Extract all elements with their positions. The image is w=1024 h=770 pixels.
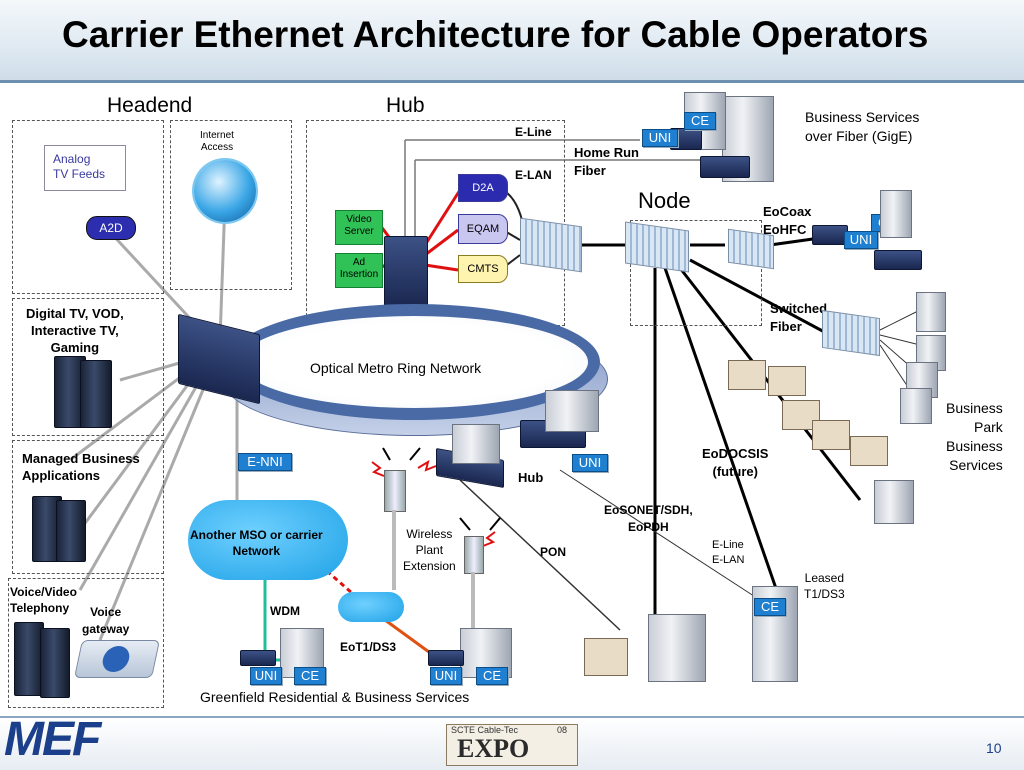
greenfield-ce-tag-2: CE [476,667,508,685]
house-icon-1 [728,360,766,390]
wdm-label: WDM [270,604,300,618]
telephony-server-icon [14,622,44,696]
voice-gateway-label: Voice gateway [82,605,130,636]
node-label: Node [638,188,691,213]
a2d-badge: A2D [86,216,136,240]
another-mso-label: Another MSO or carrier Network [190,528,323,558]
node-zone [630,220,762,326]
lower-hub-label: Hub [518,470,544,485]
eodocsis-label: EoDOCSIS (future) [702,446,769,479]
wireless-ap-icon-2 [464,536,484,574]
greenfield-device-2 [428,650,464,666]
docsis-building-icon [874,480,914,524]
business-server-icon-2 [56,500,86,562]
title-bar [0,0,1024,80]
managed-business-zone [12,440,164,574]
video-server-box: Video Server [335,210,383,245]
home-run-fiber-label: Home Run Fiber [574,145,639,178]
digital-tv-zone [12,298,164,436]
greenfield-uni-tag-1: UNI [250,667,282,685]
headend-label: Headend [107,94,193,117]
hub-label: Hub [386,94,425,117]
eocoax-uni-device [812,225,848,245]
eosonet-label: EoSONET/SDH, EoPDH [604,503,693,534]
expo-logo-year: 08 [557,725,568,735]
house-icon-5 [850,436,888,466]
lower-hub-house-icon-2 [545,390,599,432]
eocoax-building-icon [880,190,912,238]
business-fiber-label: Business Services over Fiber (GigE) [805,109,920,144]
e-lan-label: E-LAN [515,168,552,182]
voice-video-label: Voice/Video Telephony [10,585,77,615]
wireless-pole-2 [471,572,475,632]
mso-cloud [188,500,348,580]
wireless-pole-1 [392,510,396,590]
ad-insertion-box: Ad Insertion [335,253,383,288]
node-switch-icon [625,221,689,273]
fiber-device-2 [700,156,750,178]
analog-tv-box: Analog TV Feeds [44,145,126,191]
greenfield-uni-tag-2: UNI [430,667,462,685]
greenfield-label: Greenfield Residential & Business Servic… [200,689,470,705]
hub-fiber-switch-icon [520,217,582,273]
vod-server-icon-2 [80,360,112,428]
pon-building-icon [648,614,706,682]
globe-icon [194,160,256,222]
switched-fiber-node-icon [822,309,880,357]
managed-business-label: Managed Business Applications [22,451,140,483]
greenfield-device-1 [240,650,276,666]
eocoax-uni-tag: UNI [844,231,878,249]
e-line-label: E-Line [515,125,552,139]
d2a-box: D2A [458,174,508,202]
eline-elan-label: E-Line E-LAN [712,539,745,566]
eqam-box: EQAM [458,214,508,244]
fiber-ce-tag: CE [684,112,716,130]
page-number: 10 [986,740,1002,756]
slide-title: Carrier Ethernet Architecture for Cable … [62,14,929,55]
park-building-icon-4 [900,388,932,424]
house-icon-4 [812,420,850,450]
hub-router-icon [384,236,428,308]
expo-logo: SCTE Cable-Tec 08 EXPO [446,724,578,766]
business-park-label: Business Park Business Services [946,400,1003,473]
eocoax-label: EoCoax EoHFC [763,204,812,237]
wireless-ap-icon-1 [384,470,406,512]
internet-access-label: Internet Access [200,130,234,153]
lower-hub-house-icon [452,424,500,464]
title-divider [0,80,1024,83]
leased-label: Leased T1/DS3 [804,571,845,601]
eot1-label: EoT1/DS3 [340,640,397,654]
ring-label: Optical Metro Ring Network [310,360,482,376]
wireless-label: Wireless Plant Extension [403,527,456,573]
mef-logo: MEF [4,713,101,766]
analog-tv-label: Analog TV Feeds [53,152,106,181]
switched-fiber-label: Switched Fiber [770,301,828,334]
expo-logo-text: EXPO [457,734,530,763]
analog-tv-zone [12,120,164,294]
voice-gateway-icon [73,640,161,678]
park-building-icon-1 [916,292,946,332]
pon-label: PON [540,545,567,559]
leased-ce-tag: CE [754,598,786,616]
internet-zone [170,120,292,290]
eocoax-device-2 [874,250,922,270]
house-icon-2 [768,366,806,396]
digital-tv-label: Digital TV, VOD, Interactive TV, Gaming [26,306,124,355]
cmts-box: CMTS [458,255,508,283]
e-nni-tag: E-NNI [238,453,292,471]
lower-hub-uni-tag: UNI [572,454,608,472]
telephony-server-icon-2 [40,628,70,698]
voice-zone [8,578,164,708]
greenfield-ce-tag-1: CE [294,667,326,685]
pon-house-icon [584,638,628,676]
fiber-uni-tag: UNI [642,129,678,147]
expo-logo-top: SCTE Cable-Tec [451,725,519,735]
carrier-cloud [338,592,404,622]
